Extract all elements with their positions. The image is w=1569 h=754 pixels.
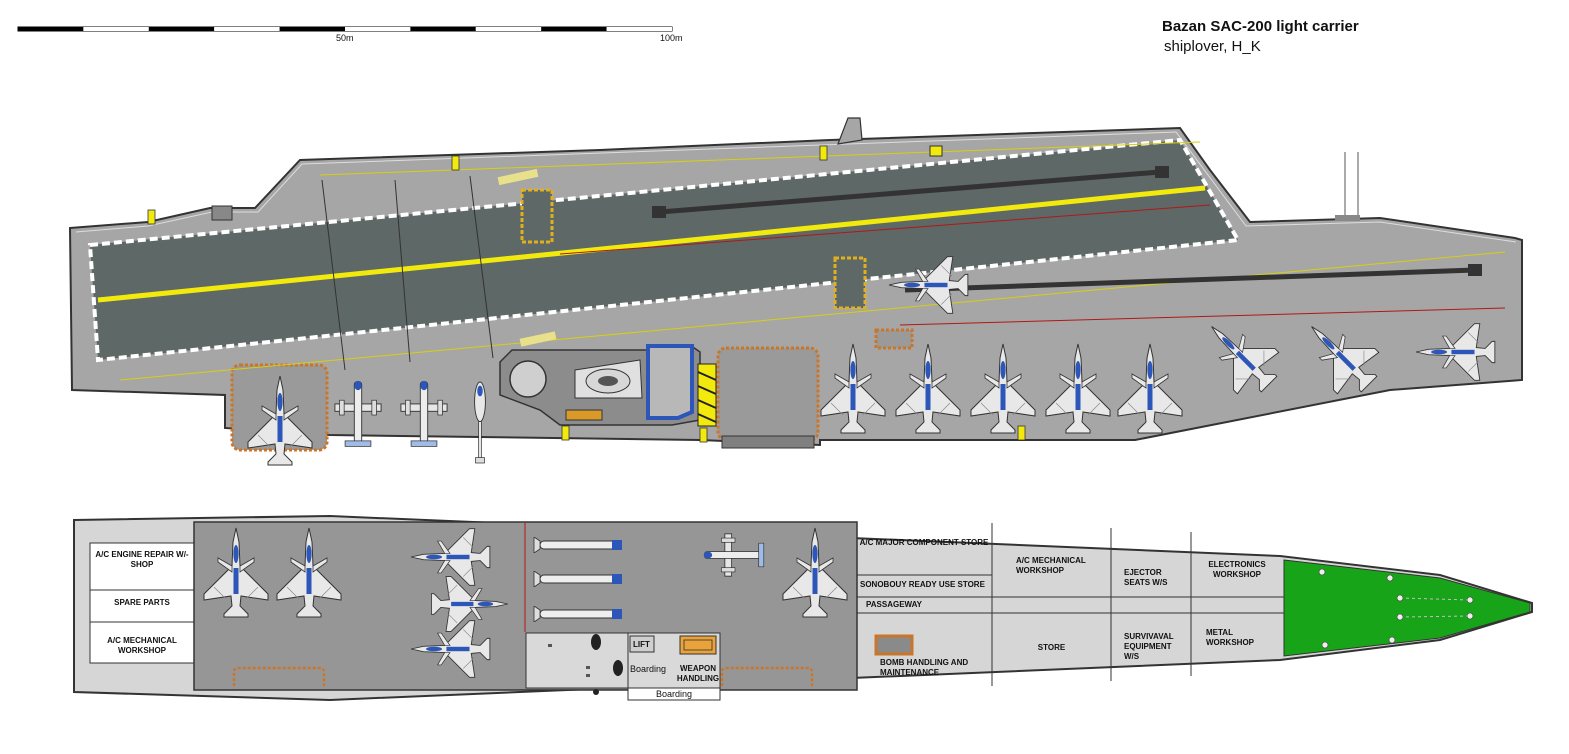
flight-deck-view bbox=[68, 117, 1523, 466]
label-metal-workshop: METAL WORKSHOP bbox=[1206, 628, 1254, 647]
scale-bar bbox=[17, 26, 673, 32]
scale-bar-segment bbox=[410, 27, 476, 31]
label-weapon-handling: WEAPON HANDLING bbox=[676, 664, 720, 683]
drawing-author: shiplover, H_K bbox=[1164, 38, 1261, 55]
label-survival-equipment: SURVIVAVAL EQUIPMENT W/S bbox=[1124, 632, 1174, 661]
scale-bar-segment bbox=[606, 27, 672, 31]
scale-bar-segment bbox=[18, 27, 84, 31]
label-passageway: PASSAGEWAY bbox=[866, 600, 923, 609]
scale-label-100m: 100m bbox=[660, 33, 683, 43]
label-ejector-seats: EJECTOR SEATS W/S bbox=[1124, 568, 1168, 587]
waist-catapult bbox=[659, 169, 1161, 215]
drawing-title: Bazan SAC-200 light carrier bbox=[1162, 18, 1359, 35]
scale-bar-segment bbox=[83, 27, 149, 31]
scale-bar-segment bbox=[148, 27, 215, 31]
label-ac-major-component: A/C MAJOR COMPONENT STORE bbox=[859, 538, 989, 547]
radome bbox=[509, 360, 547, 398]
runway-centerline bbox=[97, 185, 1206, 303]
label-boarding-bottom: Boarding bbox=[655, 689, 693, 699]
label-store: STORE bbox=[1037, 643, 1066, 652]
label-ac-engine-repair: A/C ENGINE REPAIR W/-SHOP bbox=[95, 550, 189, 569]
label-ac-mechanical-left: A/C MECHANICAL WORKSHOP bbox=[107, 636, 177, 655]
hangar-deck-view bbox=[73, 514, 1533, 702]
bow-green-deck bbox=[1283, 559, 1531, 657]
scale-label-50m: 50m bbox=[336, 33, 354, 43]
label-electronics: ELECTRONICS WORKSHOP bbox=[1208, 560, 1266, 579]
scale-bar-segment bbox=[345, 27, 411, 31]
bow-catapult bbox=[904, 267, 1476, 293]
label-ac-mechanical-right: A/C MECHANICAL WORKSHOP bbox=[1016, 556, 1086, 575]
label-boarding-inner: Boarding bbox=[630, 664, 667, 674]
starboard-elevator bbox=[716, 346, 820, 442]
label-sonobuoy-store: SONOBOUY READY USE STORE bbox=[860, 580, 985, 589]
scale-bar-segment bbox=[541, 27, 607, 31]
label-lift: LIFT bbox=[633, 640, 650, 649]
angled-runway bbox=[87, 137, 1242, 363]
label-bomb-handling: BOMB HANDLING AND MAINTENANCE bbox=[880, 658, 969, 677]
scale-bar-segment bbox=[475, 27, 542, 31]
scale-bar-segment bbox=[214, 27, 280, 31]
label-spare-parts: SPARE PARTS bbox=[114, 598, 170, 607]
scale-bar-segment bbox=[279, 27, 345, 31]
